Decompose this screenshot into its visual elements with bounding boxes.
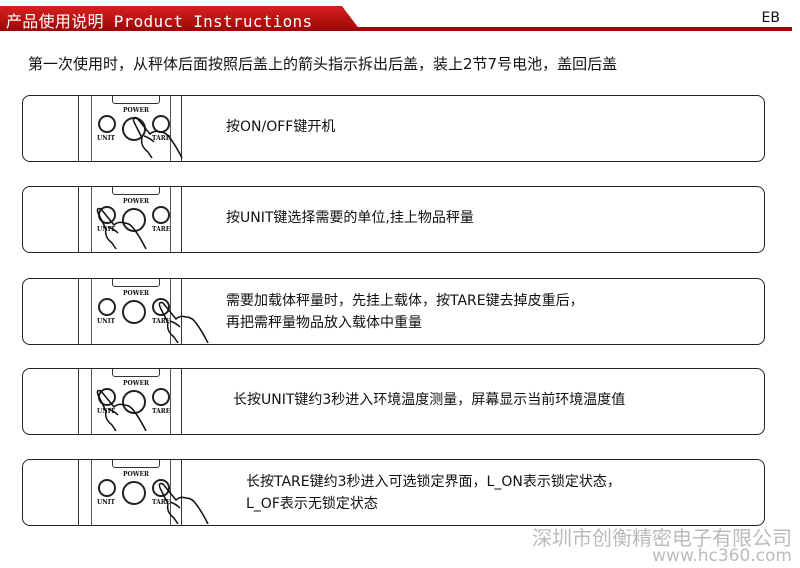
device-illustration: POWER UNIT TARE xyxy=(78,96,183,161)
device-screen xyxy=(112,279,160,287)
unit-button xyxy=(98,298,116,316)
unit-button xyxy=(98,479,116,497)
device-illustration: POWER UNIT TARE xyxy=(78,187,182,252)
device-screen xyxy=(112,187,160,195)
step-text: 长按UNIT键约3秒进入环境温度测量，屏幕显示当前环境温度值 xyxy=(233,389,625,411)
unit-label: UNIT xyxy=(97,135,115,142)
unit-label: UNIT xyxy=(97,408,115,415)
tare-button xyxy=(152,206,170,224)
power-button xyxy=(122,390,146,414)
step-text-line: 再把需秤量物品放入载体中重量 xyxy=(226,315,422,331)
device-screen xyxy=(112,369,160,377)
step-panel: POWER UNIT TARE 长按TARE键约3秒进入可选锁定界面，L_ON表… xyxy=(22,459,765,526)
unit-label: UNIT xyxy=(97,499,115,506)
unit-button xyxy=(98,115,116,133)
tare-label: TARE xyxy=(152,226,171,233)
step-panel: POWER UNIT TARE 按UNIT键选择需要的单位,挂上物品秤量 xyxy=(22,186,765,253)
power-label: POWER xyxy=(123,380,150,387)
device-illustration: POWER UNIT TARE xyxy=(78,369,182,434)
page-title: 产品使用说明 Product Instructions xyxy=(6,12,313,31)
step-text-line: 需要加载体秤量时，先挂上载体，按TARE键去掉皮重后， xyxy=(226,293,584,309)
step-text-line: 长按UNIT键约3秒进入环境温度测量，屏幕显示当前环境温度值 xyxy=(233,392,626,408)
device-body: POWER UNIT TARE xyxy=(91,460,209,525)
header-banner xyxy=(0,6,360,30)
power-label: POWER xyxy=(123,471,150,478)
watermark-company: 深圳市创衡精密电子有限公司 xyxy=(532,526,792,550)
tare-label: TARE xyxy=(152,318,171,325)
pointing-hand-icon xyxy=(96,207,147,249)
step-text: 按ON/OFF键开机 xyxy=(226,116,335,138)
power-label: POWER xyxy=(123,198,150,205)
step-text-line: 按UNIT键选择需要的单位,挂上物品秤量 xyxy=(226,210,474,226)
tare-label: TARE xyxy=(152,135,171,142)
watermark-url: www.hc360.com xyxy=(652,546,792,566)
device-illustration: POWER UNIT TARE xyxy=(78,460,209,525)
pointing-hand-icon xyxy=(158,482,209,524)
power-label: POWER xyxy=(123,107,150,114)
step-text: 按UNIT键选择需要的单位,挂上物品秤量 xyxy=(226,207,474,229)
tare-button xyxy=(152,388,170,406)
device-screen xyxy=(112,460,160,468)
step-text-line: L_OF表示无锁定状态 xyxy=(246,496,378,512)
model-code: EB xyxy=(761,10,780,26)
power-button xyxy=(122,300,146,324)
pointing-hand-icon xyxy=(132,116,183,158)
step-text: 需要加载体秤量时，先挂上载体，按TARE键去掉皮重后， 再把需秤量物品放入载体中重… xyxy=(226,290,584,334)
step-panel: POWER UNIT TARE 按ON/OFF键开机 xyxy=(22,95,765,162)
step-text-line: 按ON/OFF键开机 xyxy=(226,119,336,135)
device-screen xyxy=(112,96,160,104)
step-text: 长按TARE键约3秒进入可选锁定界面，L_ON表示锁定状态， L_OF表示无锁定状… xyxy=(246,471,621,515)
device-body: POWER UNIT TARE xyxy=(91,187,171,252)
power-button xyxy=(122,208,146,232)
step-text-line: 长按TARE键约3秒进入可选锁定界面，L_ON表示锁定状态， xyxy=(246,474,621,490)
intro-text: 第一次使用时，从秤体后面按照后盖上的箭头指示拆出后盖，装上2节7号电池，盖回后盖 xyxy=(28,55,618,73)
power-button xyxy=(122,481,146,505)
power-label: POWER xyxy=(123,290,150,297)
device-body: POWER UNIT TARE xyxy=(91,369,171,434)
step-panel: POWER UNIT TARE 长按UNIT键约3秒进入环境温度测量，屏幕显示当… xyxy=(22,368,765,435)
header-rule xyxy=(0,27,792,31)
tare-button xyxy=(152,298,170,316)
device-body: POWER UNIT TARE xyxy=(91,96,183,161)
tare-label: TARE xyxy=(152,499,171,506)
tare-label: TARE xyxy=(152,408,171,415)
pointing-hand-icon xyxy=(158,301,209,343)
pointing-hand-icon xyxy=(96,389,147,431)
unit-label: UNIT xyxy=(97,226,115,233)
step-panel: POWER UNIT TARE 需要加载体秤量时，先挂上载体，按TARE键去掉皮… xyxy=(22,278,765,345)
device-illustration: POWER UNIT TARE xyxy=(78,279,209,344)
unit-label: UNIT xyxy=(97,318,115,325)
tare-button xyxy=(152,479,170,497)
device-body: POWER UNIT TARE xyxy=(91,279,209,344)
